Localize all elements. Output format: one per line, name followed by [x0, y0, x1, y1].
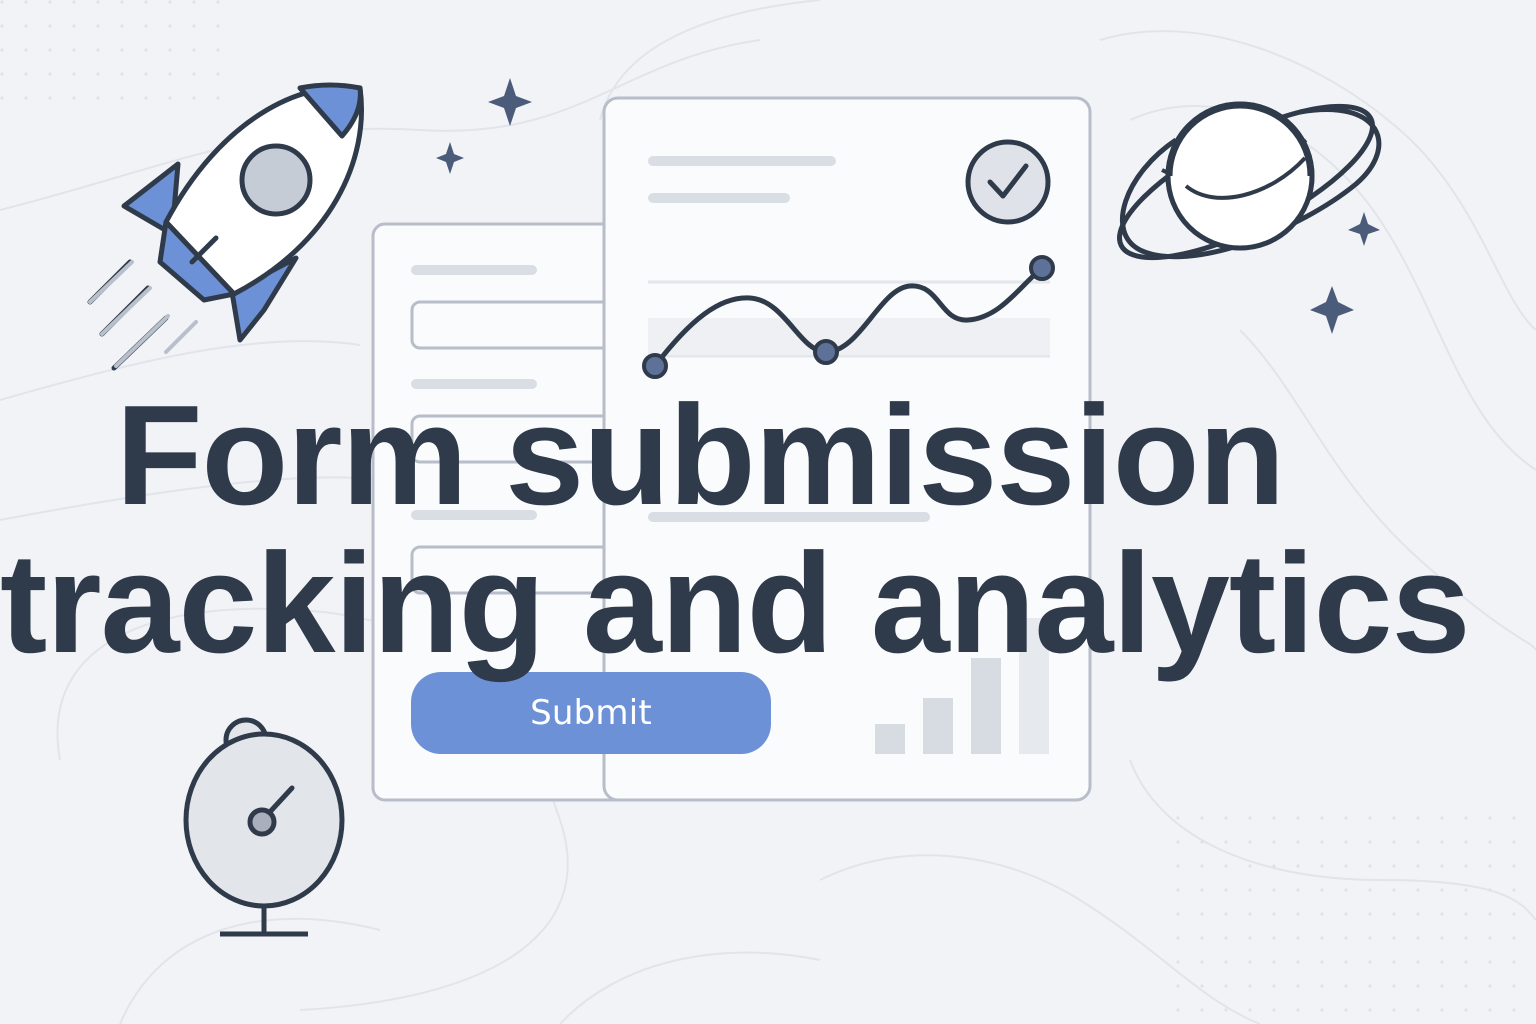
- chart-point: [1029, 255, 1055, 281]
- form-label-placeholder: [411, 510, 537, 520]
- planet-icon: [1117, 101, 1382, 261]
- dot-pattern-top-left: [0, 0, 220, 120]
- chart-caption-placeholder: [648, 512, 930, 522]
- title-line-1: Form submission: [115, 376, 1286, 535]
- card-subtitle-placeholder: [648, 193, 790, 203]
- title-line-2: tracking and analytics: [0, 524, 1471, 683]
- analytics-card: [602, 96, 1092, 802]
- chart-point: [813, 339, 839, 365]
- sparkle-icon: [436, 78, 1380, 334]
- checkmark-circle-icon: [965, 139, 1051, 225]
- dot-pattern-bottom-right: [1170, 800, 1536, 1024]
- form-label-placeholder: [411, 379, 537, 389]
- bar: [923, 698, 953, 754]
- mini-bar-chart: [875, 618, 1049, 754]
- submit-button[interactable]: Submit: [411, 672, 771, 754]
- page-title: Form submission tracking and analytics: [0, 376, 1471, 683]
- form-input-field: [410, 300, 634, 350]
- bar: [971, 658, 1001, 754]
- chart-point: [642, 353, 668, 379]
- card-title-placeholder: [648, 156, 836, 166]
- rocket-icon: [87, 82, 364, 371]
- trend-line-chart: [642, 255, 1055, 379]
- bar: [1019, 618, 1049, 754]
- form-label-placeholder: [411, 265, 537, 275]
- bar: [875, 724, 905, 754]
- stopwatch-icon: [183, 717, 345, 937]
